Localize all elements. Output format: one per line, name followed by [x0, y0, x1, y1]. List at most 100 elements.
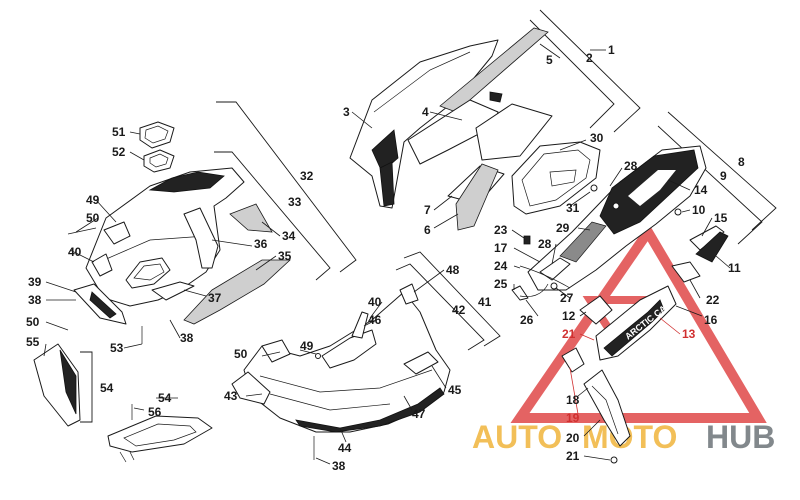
- dotted-strip-5: [439, 27, 549, 113]
- callout-13: 13: [682, 327, 696, 341]
- callout-39: 39: [28, 275, 42, 289]
- callout-40b: 40: [368, 295, 382, 309]
- skid-rear: [231, 371, 271, 405]
- belly-recess-inner: [133, 263, 165, 281]
- callout-42: 42: [452, 303, 466, 317]
- callout-50c: 50: [234, 347, 248, 361]
- callout-50b: 50: [26, 315, 40, 329]
- dash-vent: [549, 169, 577, 187]
- hood-clip: [489, 91, 503, 103]
- callout-34: 34: [282, 229, 296, 243]
- skid-crease: [259, 369, 433, 393]
- callout-54b: 54: [158, 391, 172, 405]
- callout-6: 6: [424, 223, 431, 237]
- callout-49b: 49: [300, 339, 314, 353]
- skid-bracket-48: [399, 283, 419, 305]
- belly-pan-left: [85, 167, 245, 307]
- headlight-28: [539, 257, 571, 281]
- callout-20: 20: [566, 431, 580, 445]
- callout-35: 35: [278, 249, 292, 263]
- part-23: [523, 235, 531, 245]
- bracket-32: [216, 101, 357, 273]
- mesh-29: [559, 221, 607, 263]
- belly-crease: [103, 235, 207, 261]
- side-bracket-22: [671, 261, 701, 283]
- part-40-left: [91, 253, 113, 277]
- small-parts-group: [511, 235, 571, 301]
- callout-32: 32: [300, 169, 314, 183]
- lower-skid-group: [231, 283, 451, 460]
- bracket-42: [395, 263, 485, 351]
- panel-55-dark: [59, 349, 77, 415]
- nose-graphic-light: [628, 170, 676, 206]
- dotted-34: [229, 203, 273, 233]
- skid-crease-2: [269, 393, 391, 411]
- callout-5: 5: [546, 53, 553, 67]
- bracket-33: [214, 151, 331, 281]
- belly-dark-edge: [148, 171, 225, 193]
- front-nose-group: [527, 145, 729, 291]
- part-54-group: [33, 343, 213, 463]
- callout-53: 53: [110, 341, 124, 355]
- callout-7: 7: [424, 203, 431, 217]
- callout-26: 26: [520, 313, 534, 327]
- callout-16: 16: [704, 313, 718, 327]
- upper-hood-group: [349, 27, 553, 231]
- gasket-51: [139, 121, 175, 149]
- dash-inner: [521, 149, 591, 207]
- callout-44: 44: [338, 441, 352, 455]
- callout-29: 29: [556, 221, 570, 235]
- callout-47: 47: [412, 407, 426, 421]
- callout-38b: 38: [28, 293, 42, 307]
- callout-51: 51: [112, 125, 126, 139]
- part-26-cable: [519, 283, 549, 298]
- callout-15: 15: [714, 211, 728, 225]
- dash-group: [511, 141, 601, 215]
- callout-2: 2: [586, 51, 593, 65]
- callout-41: 41: [478, 295, 492, 309]
- fastener-21: [610, 456, 618, 464]
- callout-48: 48: [446, 263, 460, 277]
- callout-43: 43: [224, 389, 238, 403]
- dotted-panel-6: [455, 163, 499, 231]
- bracket-2: [529, 19, 615, 129]
- callout-49a: 49: [86, 193, 100, 207]
- callout-4: 4: [422, 105, 429, 119]
- skid-fin-40: [321, 329, 377, 369]
- left-belly-group: [67, 121, 292, 344]
- callout-24: 24: [494, 259, 508, 273]
- callout-3: 3: [343, 105, 350, 119]
- part-50-bolt: [67, 227, 97, 235]
- callout-38c: 38: [332, 459, 346, 473]
- hood-dark-strip: [379, 161, 395, 207]
- callout-46: 46: [368, 313, 382, 327]
- skid-vent-45: [403, 351, 439, 375]
- watermark: AUTO MOTO HUB: [472, 222, 775, 455]
- gasket-52-inner: [149, 153, 169, 168]
- callout-45: 45: [448, 383, 462, 397]
- bracket-20-inner: [591, 385, 619, 435]
- bracket-20: [583, 369, 631, 447]
- callout-36: 36: [254, 237, 268, 251]
- watermark-text-hub: HUB: [706, 419, 775, 455]
- callout-19: 19: [566, 411, 580, 425]
- callout-28b: 28: [538, 237, 552, 251]
- callout-52: 52: [112, 145, 126, 159]
- bracket-8: [667, 111, 777, 231]
- callout-27: 27: [560, 291, 574, 305]
- windshield-panel: [475, 103, 553, 161]
- dotted-35: [183, 259, 292, 325]
- part-49: [103, 221, 131, 245]
- bracket-lines: [80, 9, 777, 423]
- callout-50a: 50: [86, 211, 100, 225]
- skid-dark-edge: [295, 387, 445, 433]
- side-trim-15: [689, 225, 725, 251]
- callout-18: 18: [566, 393, 580, 407]
- part-24-cable: [519, 265, 571, 289]
- callout-30: 30: [590, 131, 604, 145]
- support-36: [183, 207, 219, 269]
- callout-54a: 54: [100, 381, 114, 395]
- gasket-52: [143, 149, 175, 173]
- clip-19: [561, 347, 585, 373]
